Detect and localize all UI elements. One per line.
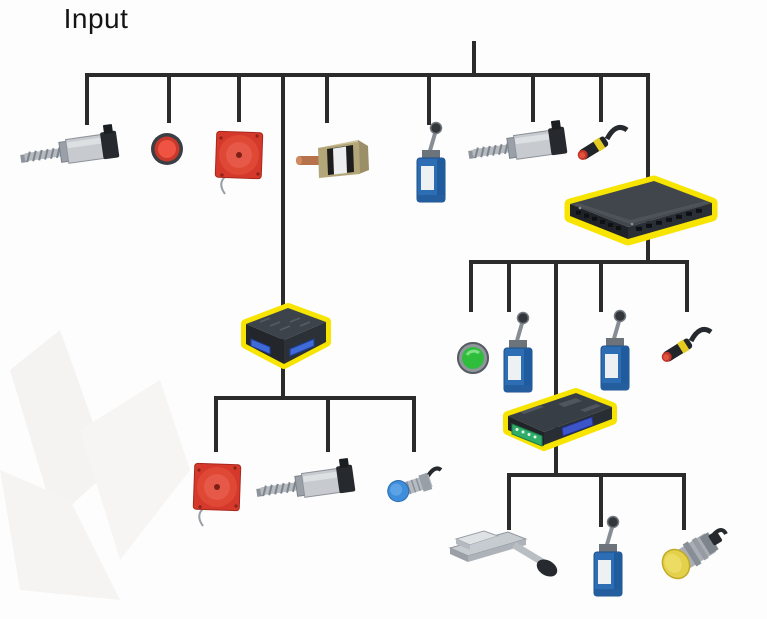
node-limit-switch-4 bbox=[592, 514, 624, 598]
node-linear-actuator-3 bbox=[252, 456, 357, 506]
red-cable-reel-icon bbox=[214, 130, 264, 195]
limit-switch-icon bbox=[599, 308, 631, 392]
cable-connector-icon bbox=[659, 329, 711, 364]
node-emergency-stop-button bbox=[151, 133, 183, 165]
node-cable-connector-1 bbox=[575, 127, 627, 162]
limit-switch-icon bbox=[502, 310, 534, 394]
node-proximity-sensor-blue bbox=[383, 466, 443, 507]
red-cable-reel-icon bbox=[192, 462, 242, 527]
linear-actuator-icon bbox=[16, 122, 121, 172]
limit-switch-icon bbox=[592, 514, 624, 598]
red-stop-button-icon bbox=[151, 133, 183, 165]
faint-watermark bbox=[0, 330, 190, 600]
yellow-proximity-sensor-icon bbox=[655, 521, 731, 586]
linear-actuator-icon bbox=[252, 456, 357, 506]
node-push-button-green bbox=[455, 340, 491, 376]
node-solenoid bbox=[296, 140, 369, 178]
node-plc-module bbox=[508, 393, 612, 446]
green-push-button-icon bbox=[455, 340, 491, 376]
node-linear-actuator-1 bbox=[16, 122, 121, 172]
node-limit-switch-1 bbox=[415, 120, 447, 204]
cable-connector-icon bbox=[575, 127, 627, 162]
node-ethernet-switch bbox=[570, 181, 712, 240]
ethernet-switch-icon bbox=[570, 181, 712, 240]
node-slide-actuator bbox=[450, 531, 560, 580]
node-cable-connector-2 bbox=[659, 329, 711, 364]
solenoid-icon bbox=[296, 140, 369, 178]
node-controller-box bbox=[246, 308, 326, 364]
node-limit-switch-3 bbox=[599, 308, 631, 392]
connector-lines bbox=[85, 41, 689, 530]
controller-box-icon bbox=[246, 308, 326, 364]
page-title: Input bbox=[63, 3, 129, 34]
linear-actuator-icon bbox=[464, 118, 569, 168]
node-cable-reel-1 bbox=[214, 130, 264, 195]
node-cable-reel-2 bbox=[192, 462, 242, 527]
node-limit-switch-2 bbox=[502, 310, 534, 394]
limit-switch-icon bbox=[415, 120, 447, 204]
blue-proximity-sensor-icon bbox=[383, 466, 443, 507]
plc-module-icon bbox=[508, 393, 612, 446]
linear-slide-actuator-icon bbox=[450, 531, 560, 580]
node-linear-actuator-2 bbox=[464, 118, 569, 168]
node-proximity-sensor-yellow bbox=[655, 521, 731, 586]
